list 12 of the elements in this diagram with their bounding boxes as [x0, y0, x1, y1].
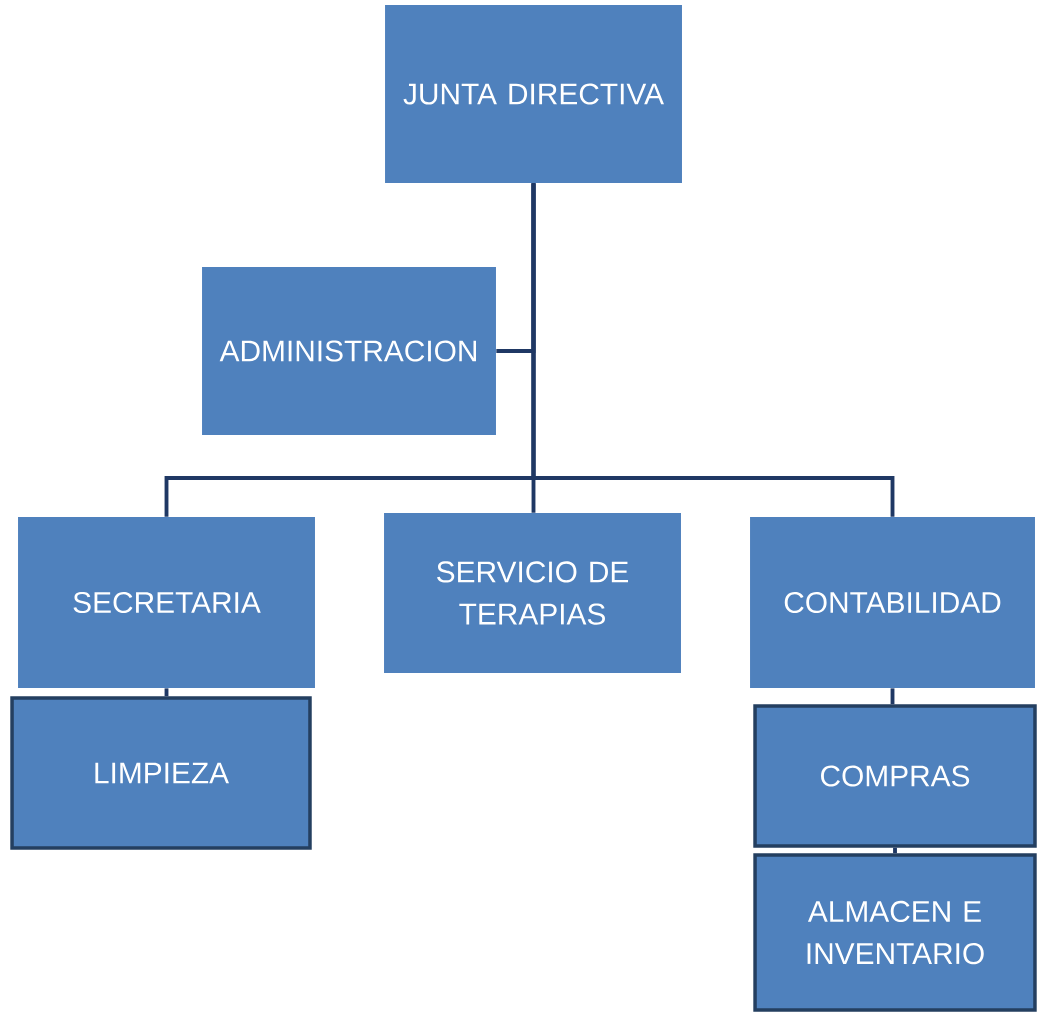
org-box: ALMACEN E INVENTARIO [753, 853, 1037, 1012]
connector-line [164, 688, 169, 697]
connector-line [893, 847, 897, 854]
org-box: SERVICIO DE TERAPIAS [384, 513, 681, 673]
org-box: CONTABILIDAD [750, 517, 1035, 688]
org-box: ADMINISTRACION [202, 267, 496, 435]
org-box: COMPRAS [753, 704, 1037, 848]
org-box: SECRETARIA [18, 517, 315, 688]
connector-line [531, 183, 895, 517]
connector-line [890, 688, 895, 705]
org-box: JUNTA DIRECTIVA [385, 5, 682, 183]
org-box: LIMPIEZA [10, 696, 312, 850]
